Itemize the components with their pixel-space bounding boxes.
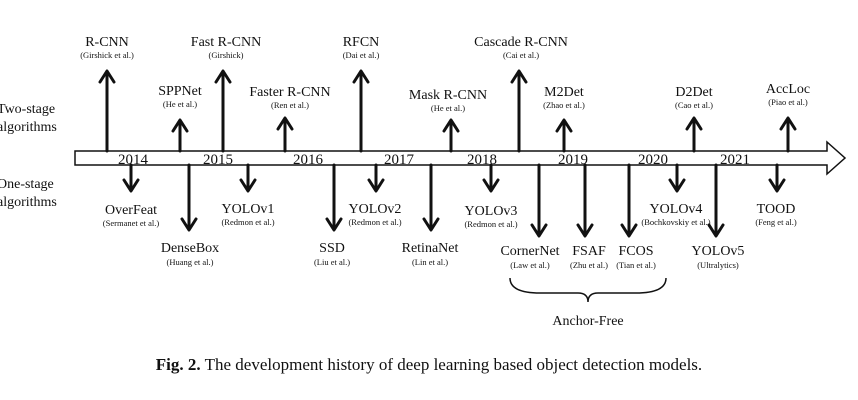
model-name-densebox: DenseBox [161,241,219,256]
down-arrow-yolov4 [668,163,686,193]
up-arrow-faster-rcnn [276,116,294,153]
anchor-free-label: Anchor-Free [552,314,623,329]
year-label: 2018 [467,152,497,168]
up-arrow-mask-rcnn [442,118,460,153]
model-authors-m2det: (Zhao et al.) [543,100,585,110]
year-label: 2021 [720,152,750,168]
model-name-fcos: FCOS [618,244,653,259]
down-arrow-yolov1 [239,163,257,193]
model-name-cornernet: CornerNet [500,244,559,259]
model-authors-sppnet: (He et al.) [163,99,197,109]
model-name-m2det: M2Det [544,85,584,100]
one-stage-label-line2: algorithms [0,195,57,210]
year-label: 2017 [384,152,415,168]
model-name-cascade-rcnn: Cascade R-CNN [474,35,568,50]
model-name-d2det: D2Det [675,85,712,100]
model-name-rcnn: R-CNN [85,35,129,50]
model-name-retinanet: RetinaNet [402,241,459,256]
model-authors-ssd: (Liu et al.) [314,257,350,267]
up-arrow-d2det [685,116,703,153]
one-stage-models: OverFeat (Sermanet et al.) DenseBox (Hua… [103,202,797,270]
year-label: 2016 [293,152,324,168]
two-stage-label-line2: algorithms [0,120,57,135]
model-name-rfcn: RFCN [343,35,380,50]
year-label: 2015 [203,152,233,168]
model-name-ssd: SSD [319,241,345,256]
model-name-fsaf: FSAF [572,244,606,259]
timeline-diagram: Two-stage algorithms One-stage algorithm… [0,35,847,329]
model-name-sppnet: SPPNet [158,84,202,99]
down-arrow-ssd [325,163,343,232]
up-arrow-sppnet [171,118,189,153]
down-arrow-yolov5 [707,163,725,238]
model-authors-faster-rcnn: (Ren et al.) [271,100,309,110]
timeline-arrow [74,140,847,176]
down-arrow-fsaf [576,163,594,238]
down-arrow-densebox [180,163,198,232]
model-authors-yolov5: (Ultralytics) [697,260,739,270]
model-name-yolov1: YOLOv1 [222,202,275,217]
anchor-free-brace [509,277,667,303]
model-name-mask-rcnn: Mask R-CNN [409,88,487,103]
model-authors-rcnn: (Girshick et al.) [80,50,134,60]
up-arrow-m2det [555,118,573,153]
two-stage-arrows [98,69,797,153]
model-name-yolov5: YOLOv5 [692,244,745,259]
year-label: 2014 [118,152,149,168]
model-authors-retinanet: (Lin et al.) [412,257,448,267]
model-authors-fast-rcnn: (Girshick) [209,50,244,60]
up-arrow-fast-rcnn [214,69,232,153]
model-authors-d2det: (Cao et al.) [675,100,713,110]
model-authors-yolov1: (Redmon et al.) [221,217,274,227]
model-name-overfeat: OverFeat [105,203,157,218]
model-authors-yolov2: (Redmon et al.) [348,217,401,227]
two-stage-label-line1: Two-stage [0,102,55,117]
figure-caption: Fig. 2. The development history of deep … [0,355,858,375]
model-name-accloc: AccLoc [766,82,810,97]
down-arrow-overfeat [122,163,140,193]
model-authors-densebox: (Huang et al.) [167,257,214,267]
two-stage-models: R-CNN (Girshick et al.) SPPNet (He et al… [80,35,810,113]
model-authors-fcos: (Tian et al.) [616,260,656,270]
model-authors-mask-rcnn: (He et al.) [431,103,465,113]
down-arrow-retinanet [422,163,440,232]
down-arrow-tood [768,163,786,193]
model-name-tood: TOOD [757,202,796,217]
model-authors-overfeat: (Sermanet et al.) [103,218,160,228]
model-name-yolov3: YOLOv3 [465,204,518,219]
year-label: 2020 [638,152,668,168]
model-authors-yolov4: (Bochkovskiy et al.) [641,217,710,227]
down-arrow-fcos [620,163,638,238]
figure-caption-prefix: Fig. 2. [155,355,201,374]
down-arrow-yolov2 [367,163,385,193]
model-authors-accloc: (Piao et al.) [768,97,808,107]
down-arrow-cornernet [530,163,548,238]
year-label: 2019 [558,152,588,168]
up-arrow-rcnn [98,69,116,153]
model-authors-cascade-rcnn: (Cai et al.) [503,50,539,60]
model-name-fast-rcnn: Fast R-CNN [191,35,261,50]
model-authors-yolov3: (Redmon et al.) [464,219,517,229]
model-name-faster-rcnn: Faster R-CNN [249,85,330,100]
model-authors-fsaf: (Zhu et al.) [570,260,608,270]
one-stage-label-line1: One-stage [0,177,54,192]
one-stage-arrows [122,163,786,238]
model-authors-rfcn: (Dai et al.) [343,50,380,60]
model-authors-tood: (Feng et al.) [755,217,796,227]
model-name-yolov4: YOLOv4 [650,202,703,217]
up-arrow-rfcn [352,69,370,153]
model-name-yolov2: YOLOv2 [349,202,402,217]
year-labels: 2014 2015 2016 2017 2018 2019 2020 2021 [118,152,750,168]
up-arrow-cascade-rcnn [510,69,528,153]
figure-caption-text: The development history of deep learning… [204,355,703,374]
up-arrow-accloc [779,116,797,153]
down-arrow-yolov3 [482,163,500,193]
model-authors-cornernet: (Law et al.) [510,260,550,270]
